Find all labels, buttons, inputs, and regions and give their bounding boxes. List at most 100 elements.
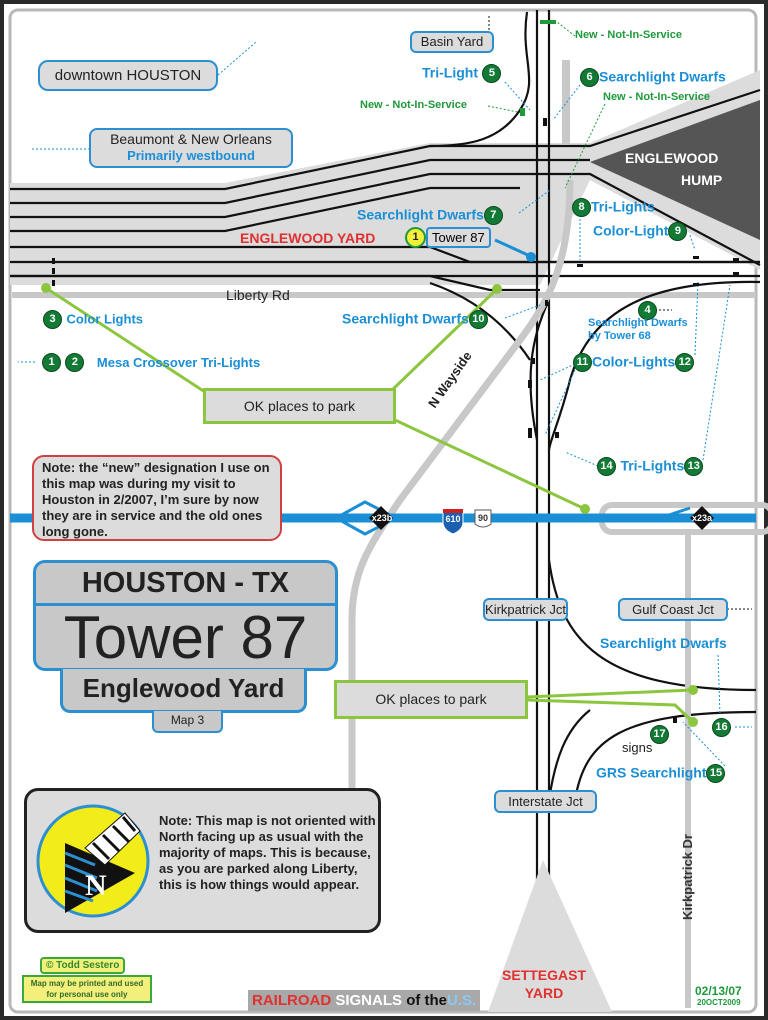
- new-not-in-service-right: New - Not-In-Service: [603, 91, 710, 103]
- searchlight-dwarfs-label: Searchlight Dwarfs: [599, 68, 726, 85]
- mesa-crossover: 1 2 Mesa Crossover Tri-Lights: [42, 353, 260, 372]
- title-city: HOUSTON - TX: [36, 563, 335, 606]
- signal-number: 9: [668, 222, 688, 241]
- signal-number: 3: [43, 310, 62, 329]
- settegast-yard-area: [488, 860, 612, 1012]
- signal-number: 7: [483, 206, 503, 225]
- exit-23a-label: x23a: [691, 513, 713, 523]
- signal-number: 14: [597, 457, 616, 476]
- compass-icon: N: [36, 804, 150, 918]
- basin-yard-label: Basin Yard: [410, 31, 494, 53]
- ok-places-to-park-1: OK places to park: [203, 388, 396, 424]
- dwarfs-tower68-label: Searchlight Dwarfs by Tower 68: [588, 317, 688, 342]
- exit-23b-marker: [369, 506, 393, 530]
- copyright-icon: ©: [46, 960, 54, 971]
- signal-number: 12: [675, 353, 695, 372]
- interstate-jct-label: Interstate Jct: [494, 790, 597, 813]
- map-date: 02/13/07: [695, 984, 742, 998]
- signal-number: 17: [650, 725, 669, 744]
- color-light-label: Color-Light: [593, 222, 669, 239]
- railroad-signals-logo: RAILROAD SIGNALS of theU.S.: [248, 990, 481, 1011]
- signal-number: 8: [572, 198, 591, 217]
- westbound-text: Primarily westbound: [127, 148, 255, 163]
- settegast-line-1: SETTEGAST: [501, 967, 586, 983]
- brand-signals: SIGNALS: [335, 992, 403, 1009]
- color-lights-label: Color-Lights: [592, 353, 676, 370]
- signs-label: signs: [622, 740, 653, 755]
- n-wayside-road: [348, 179, 574, 790]
- svg-text:N: N: [85, 869, 107, 902]
- tri-lights-label: Tri-Lights: [620, 457, 685, 474]
- note-orientation: N Note: This map is not oriented with No…: [24, 788, 381, 933]
- englewood-yard-label: ENGLEWOOD YARD: [240, 230, 376, 246]
- map-number: Map 3: [152, 711, 223, 733]
- searchlight-dwarfs-label: Searchlight Dwarfs: [342, 310, 469, 327]
- tower-87-marker: [526, 252, 536, 262]
- us90-label: 90: [477, 513, 488, 523]
- signal-number: 6: [580, 68, 599, 87]
- exit-23b-label: x23b: [371, 513, 393, 523]
- permission-note: Map may be printed and used for personal…: [22, 975, 152, 1003]
- brand-us: U.S.: [447, 992, 477, 1009]
- tower-68-callout: 4: [638, 301, 657, 320]
- signal-number: 13: [684, 457, 704, 476]
- tri-lights-label: Tri-Lights: [591, 198, 655, 215]
- note-new-designation: Note: the “new” designation I use on thi…: [32, 455, 282, 541]
- beaumont-label: Beaumont & New Orleans Primarily westbou…: [89, 128, 293, 168]
- settegast-yard-label: SETTEGAST YARD: [494, 966, 594, 1002]
- kirkpatrick-dr-label: Kirkpatrick Dr: [680, 834, 695, 920]
- title-tower: Tower 87: [63, 604, 308, 671]
- mesa-label: Mesa Crossover Tri-Lights: [96, 354, 261, 370]
- color-lights-label: Color Lights: [66, 311, 143, 327]
- signal-number: 15: [706, 764, 726, 783]
- copyright-badge: © Todd Sestero: [40, 957, 126, 974]
- brand-of-the: of the: [406, 992, 448, 1009]
- i610-shield: [442, 509, 464, 535]
- tri-light-label: Tri-Light: [422, 64, 478, 81]
- kirkpatrick-jct-label: Kirkpatrick Jct: [483, 598, 568, 621]
- signal-number: 2: [65, 353, 85, 372]
- settegast-line-2: YARD: [524, 985, 564, 1001]
- signal-number: 10: [468, 310, 488, 329]
- signal-number: 1: [42, 353, 61, 372]
- signs-17: 17: [650, 725, 669, 744]
- gulf-coast-jct-label: Gulf Coast Jct: [618, 598, 728, 621]
- title-yard: Englewood Yard: [60, 669, 307, 713]
- tri-light-5: Tri-Light 5: [422, 64, 502, 83]
- color-lights-3: 3 Color Lights: [43, 310, 143, 329]
- beaumont-text: Beaumont & New Orleans: [110, 131, 272, 147]
- searchlight-dwarfs-16-label: Searchlight Dwarfs: [600, 635, 727, 651]
- signal-number: 11: [573, 353, 592, 372]
- copyright-name: Todd Sestero: [56, 960, 120, 971]
- grs-searchlight-label: GRS Searchlight: [596, 764, 707, 781]
- us90-shield: [474, 509, 492, 528]
- signal-number: 1: [405, 227, 426, 249]
- hump-area: [590, 100, 760, 240]
- signal-number: 4: [638, 301, 657, 320]
- searchlight-dwarfs-label: Searchlight Dwarfs: [357, 206, 484, 223]
- signal-number: 5: [482, 64, 502, 83]
- brand-railroad: RAILROAD: [252, 992, 332, 1009]
- new-not-in-service-left: New - Not-In-Service: [360, 99, 467, 111]
- hump-label-2: HUMP: [681, 172, 723, 188]
- i610-label: 610: [445, 514, 461, 524]
- searchlight-dwarfs-16: 16: [712, 718, 731, 737]
- title-sign: HOUSTON - TX Tower 87: [33, 560, 338, 671]
- downtown-houston-label: downtown HOUSTON: [38, 60, 218, 91]
- exit-23a-marker: [690, 506, 714, 530]
- hump-label-1: ENGLEWOOD: [625, 150, 719, 166]
- note-orientation-text: Note: This map is not oriented with Nort…: [159, 813, 376, 892]
- revision-date: 20OCT2009: [697, 998, 741, 1007]
- ok-places-to-park-2: OK places to park: [334, 680, 528, 719]
- liberty-rd-label: Liberty Rd: [226, 287, 290, 303]
- tower-87-label: Tower 87: [426, 227, 491, 248]
- signal-number: 16: [712, 718, 731, 737]
